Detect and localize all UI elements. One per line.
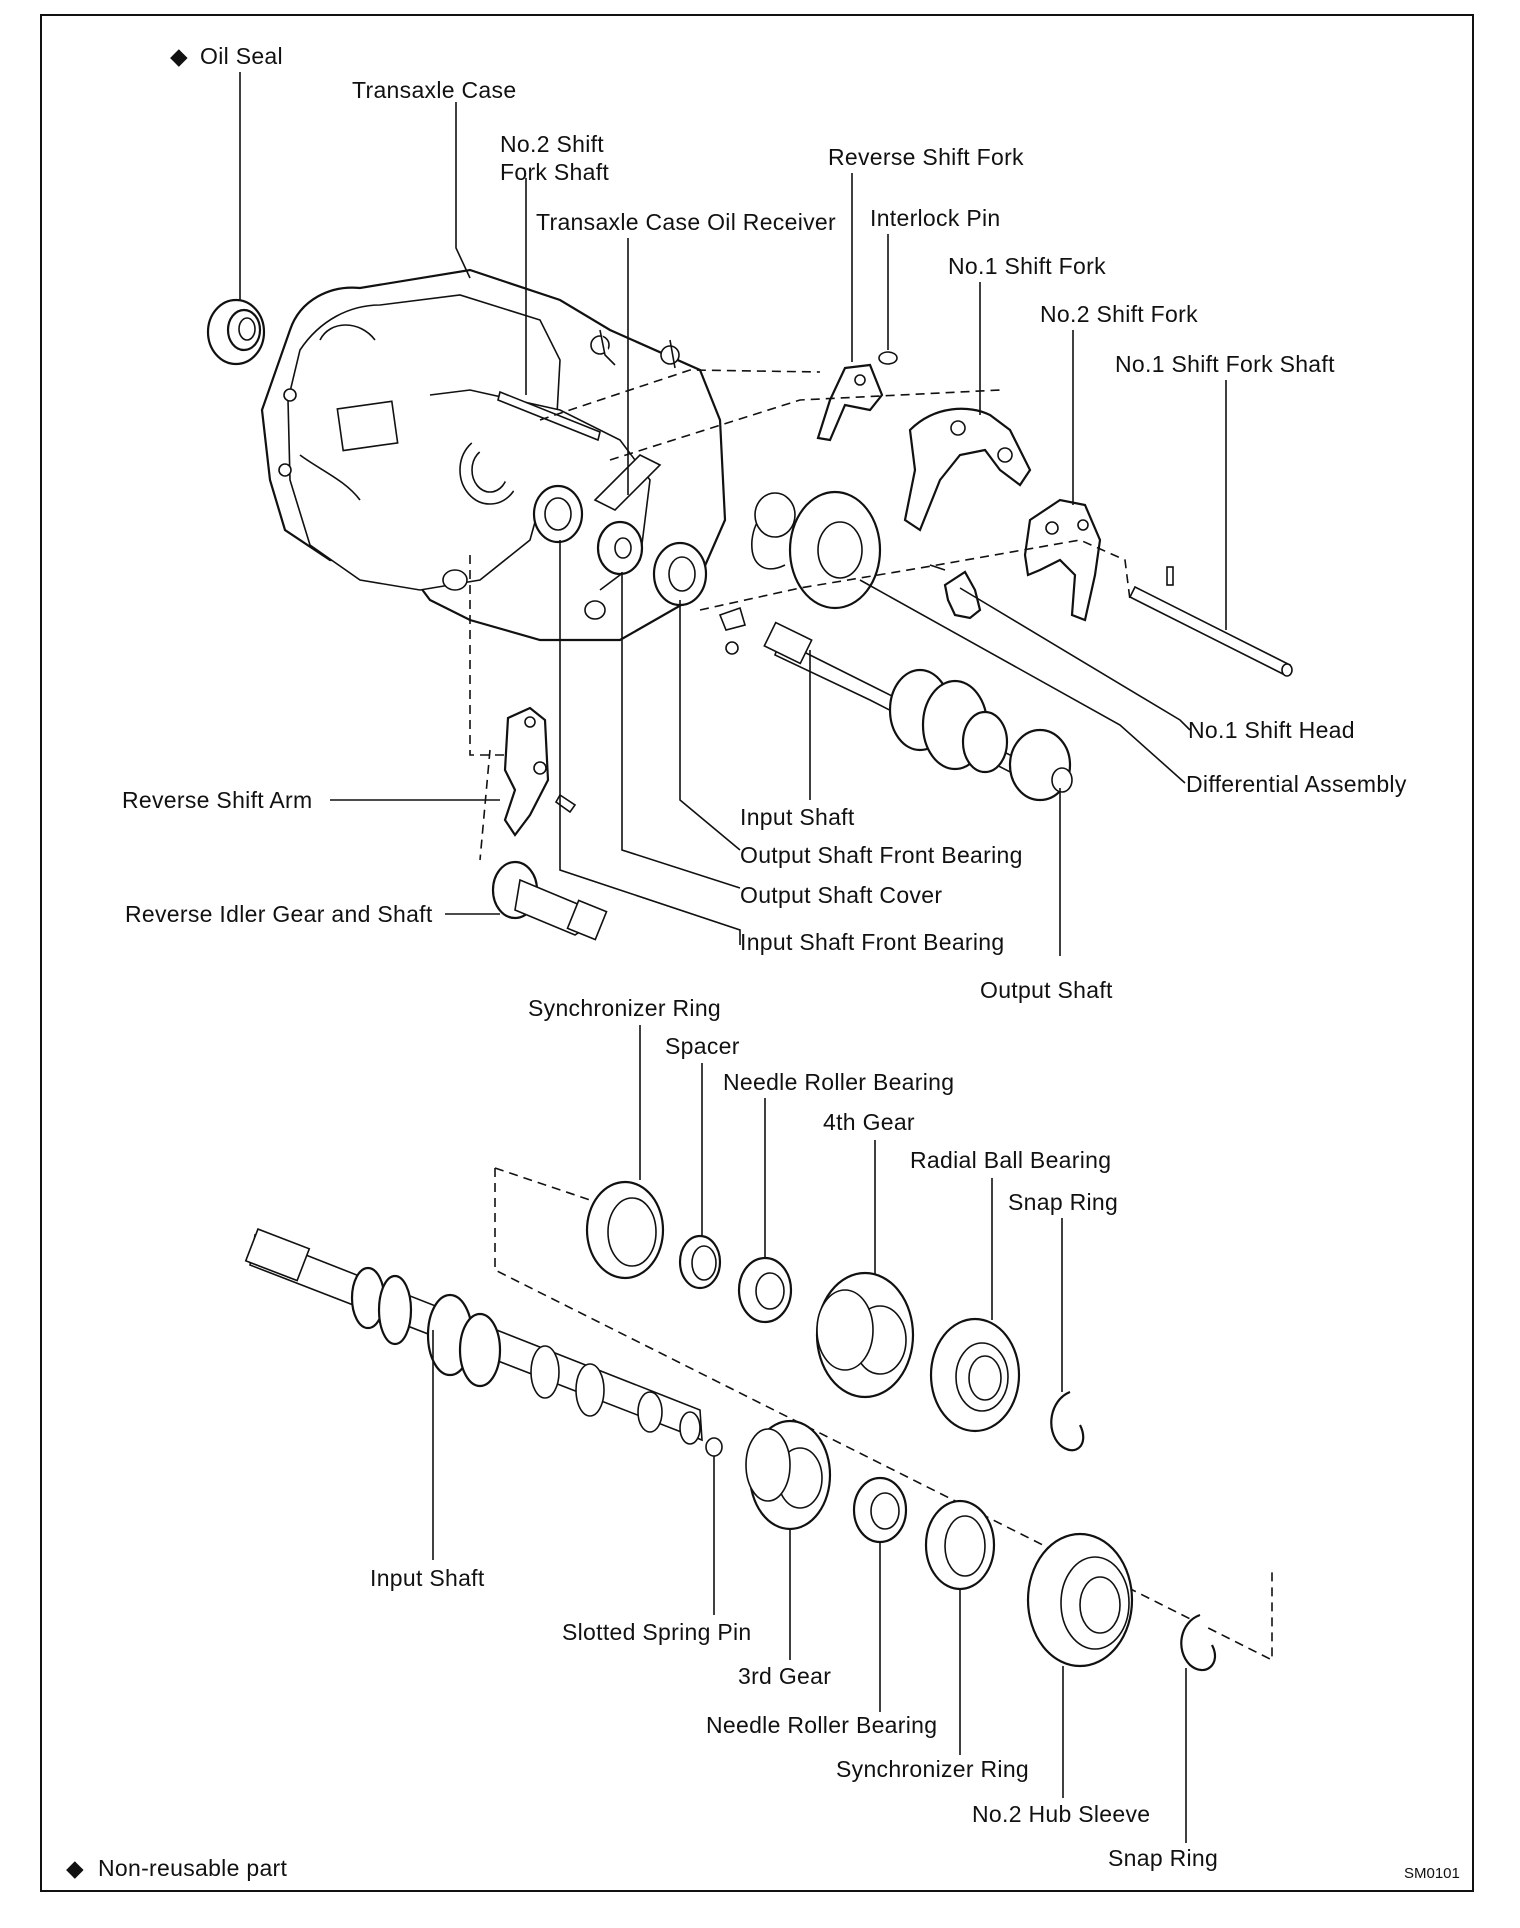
label-interlock-pin: Interlock Pin: [870, 205, 1000, 231]
label-slotted-spring-pin: Slotted Spring Pin: [562, 1619, 752, 1645]
oil-seal-part: [206, 298, 266, 366]
label-no2-shift-fork-shaft-1: No.2 Shift: [500, 131, 604, 157]
no1-shift-head-part: [929, 564, 982, 620]
label-no1-shift-fork-shaft: No.1 Shift Fork Shaft: [1115, 351, 1335, 377]
differential-assembly-part: [751, 490, 882, 610]
label-reverse-shift-arm: Reverse Shift Arm: [122, 787, 312, 813]
dash-line: [479, 749, 491, 861]
shaft-group-part: [763, 621, 1073, 802]
label-fourth-gear: 4th Gear: [823, 1109, 915, 1135]
label-no1-shift-fork: No.1 Shift Fork: [948, 253, 1106, 279]
diagram-frame: [40, 14, 1474, 1892]
legend-text: Non-reusable part: [98, 1855, 288, 1881]
label-input-shaft-front-bearing: Input Shaft Front Bearing: [740, 929, 1005, 955]
dash-line: [494, 1167, 591, 1201]
interlock-pin-part: [878, 351, 898, 365]
label-needle-bearing-top: Needle Roller Bearing: [723, 1069, 954, 1095]
label-input-shaft-top: Input Shaft: [740, 804, 855, 830]
label-output-shaft-cover: Output Shaft Cover: [740, 882, 942, 908]
label-snap-ring-top: Snap Ring: [1008, 1189, 1118, 1215]
legend-symbol-top: ◆: [170, 43, 188, 69]
fourth-gear-part: [815, 1271, 915, 1399]
label-snap-ring-bottom: Snap Ring: [1108, 1845, 1218, 1871]
label-third-gear: 3rd Gear: [738, 1663, 831, 1689]
no2-hub-sleeve-part: [1026, 1532, 1134, 1668]
label-sync-ring-top: Synchronizer Ring: [528, 995, 721, 1021]
label-reverse-idler-gear: Reverse Idler Gear and Shaft: [125, 901, 433, 927]
label-reverse-shift-fork: Reverse Shift Fork: [828, 144, 1024, 170]
label-oil-seal: Oil Seal: [200, 43, 283, 69]
label-no2-hub-sleeve: No.2 Hub Sleeve: [972, 1801, 1150, 1827]
label-case-oil-receiver: Transaxle Case Oil Receiver: [536, 209, 836, 235]
reverse-shift-fork-part: [816, 363, 884, 442]
label-no2-shift-fork: No.2 Shift Fork: [1040, 301, 1198, 327]
input-shaft-bottom-part: [244, 1228, 703, 1445]
label-no2-shift-fork-shaft-2: Fork Shaft: [500, 159, 609, 185]
label-output-shaft-front-bearing: Output Shaft Front Bearing: [740, 842, 1023, 868]
spacer-part: [678, 1234, 722, 1290]
needle-bearing-bottom-part: [852, 1476, 908, 1544]
leader-lines: [239, 72, 1227, 1843]
label-no1-shift-head: No.1 Shift Head: [1188, 717, 1355, 743]
label-output-shaft: Output Shaft: [980, 977, 1113, 1003]
slotted-spring-pin-part: [705, 1437, 723, 1457]
third-gear-part: [745, 1419, 832, 1531]
dash-line: [699, 539, 1131, 611]
diagram-code: SM0101: [1404, 1865, 1460, 1882]
output-shaft-front-bearing-part: [652, 541, 746, 655]
dash-line: [469, 555, 505, 756]
sync-ring-bottom-part: [924, 1499, 996, 1591]
label-sync-ring-bottom: Synchronizer Ring: [836, 1756, 1029, 1782]
snap-ring-top-part: [1050, 1390, 1085, 1452]
label-differential-assembly: Differential Assembly: [1186, 771, 1407, 797]
output-shaft-cover-part: [596, 520, 644, 576]
reverse-shift-arm-part: [503, 706, 577, 837]
label-spacer: Spacer: [665, 1033, 740, 1059]
no2-shift-fork-shaft-part: [497, 390, 601, 442]
label-needle-bearing-bottom: Needle Roller Bearing: [706, 1712, 937, 1738]
label-input-shaft-bottom: Input Shaft: [370, 1565, 485, 1591]
dash-line: [609, 389, 1001, 461]
no2-shift-fork-part: [1023, 498, 1102, 622]
snap-ring-bottom-part: [1180, 1613, 1216, 1672]
dash-line: [539, 369, 821, 421]
input-shaft-front-bearing-part: [532, 484, 584, 544]
label-radial-ball-bearing: Radial Ball Bearing: [910, 1147, 1111, 1173]
label-transaxle-case: Transaxle Case: [352, 77, 516, 103]
no1-shift-fork-part: [903, 407, 1032, 532]
radial-ball-bearing-part: [929, 1317, 1021, 1433]
needle-bearing-top-part: [737, 1256, 793, 1324]
sync-ring-top-part: [585, 1180, 665, 1280]
dash-line: [494, 1168, 1273, 1662]
reverse-idler-gear-part: [491, 860, 608, 941]
legend-symbol: ◆: [66, 1855, 84, 1881]
no1-shift-fork-shaft-part: [1128, 566, 1293, 677]
